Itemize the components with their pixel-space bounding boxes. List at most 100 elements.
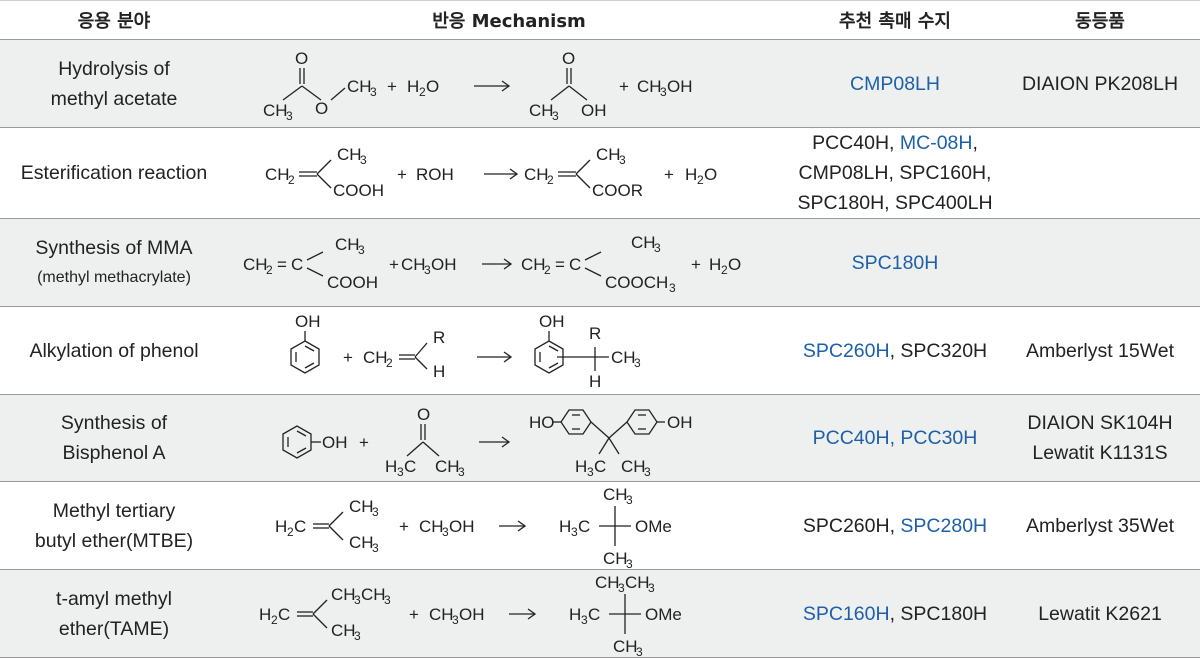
atom-label: CH — [603, 549, 628, 568]
atom-label: OH — [581, 101, 607, 120]
plus-sign: + — [389, 255, 399, 274]
atom-label: H — [569, 605, 581, 624]
field-line: butyl ether(MTBE) — [0, 526, 228, 556]
atom-label: R — [433, 328, 445, 347]
recommended-resin-highlight: SPC160H — [803, 603, 890, 625]
field-line: (methyl methacrylate) — [0, 263, 228, 293]
atom-label: OH — [449, 517, 475, 536]
equivalent-line: Amberlyst 15Wet — [1000, 336, 1200, 366]
subscript: 3 — [384, 593, 391, 607]
atom-label: CH — [631, 233, 656, 252]
resin-line: SPC260H, SPC320H — [790, 336, 1000, 366]
atom-label: O — [295, 49, 308, 68]
atom-label: CH — [335, 235, 360, 254]
header-row: 응용 분야 반응 Mechanism 추천 촉매 수지 동등품 — [0, 1, 1200, 40]
field-cell: Hydrolysis of methyl acetate — [0, 40, 228, 128]
atom-label: CH — [243, 255, 268, 274]
subscript: 3 — [619, 153, 626, 167]
atom-label: C — [294, 517, 306, 536]
subscript: 3 — [571, 525, 578, 539]
atom-label: CH — [611, 348, 636, 367]
atom-label: H — [275, 517, 287, 536]
resin-line: SPC180H — [790, 248, 1000, 278]
equivalent-cell: DIAION PK208LH — [1000, 40, 1200, 128]
field-cell: Synthesis of Bisphenol A — [0, 395, 228, 482]
atom-label: H — [407, 77, 419, 96]
resin-cell: PCC40H, MC-08H,CMP08LH, SPC160H,SPC180H,… — [790, 128, 1000, 219]
resin-line: SPC160H, SPC180H — [790, 599, 1000, 629]
subscript: 3 — [618, 581, 625, 595]
atom-label: O — [426, 77, 439, 96]
subscript: 2 — [271, 613, 278, 627]
atom-label: HO — [529, 413, 555, 432]
atom-label: CH — [419, 517, 444, 536]
equivalent-cell: Amberlyst 35Wet — [1000, 482, 1200, 570]
equivalent-line: DIAION PK208LH — [1000, 69, 1200, 99]
benzene-ring — [627, 410, 657, 434]
atom-label: OH — [431, 255, 457, 274]
resin-text: , — [972, 132, 977, 154]
atom-label: CH — [265, 165, 290, 184]
subscript: 3 — [636, 645, 643, 658]
subscript: 2 — [386, 356, 393, 370]
atom-label: OH — [667, 413, 693, 432]
plus-sign: + — [343, 348, 353, 367]
atom-label: CH — [349, 497, 374, 516]
subscript: 3 — [552, 109, 559, 123]
header-field: 응용 분야 — [0, 1, 228, 40]
subscript: 3 — [354, 593, 361, 607]
atom-label: COOH — [327, 273, 378, 292]
field-cell: Synthesis of MMA (methyl methacrylate) — [0, 219, 228, 307]
resin-text: , SPC180H — [890, 603, 988, 625]
recommended-resin-highlight: CMP08LH — [850, 73, 940, 95]
atom-label: H — [685, 165, 697, 184]
atom-label: H — [433, 362, 445, 381]
atom-label: CH — [529, 101, 554, 120]
reaction-diagram: CH 2 = C CH 3 COOH + CH 3 OH CH 2 = — [239, 228, 779, 298]
table-row: t-amyl methyl ether(TAME) H 2 C CH 3 CH … — [0, 570, 1200, 658]
resin-cell: SPC260H, SPC280H — [790, 482, 1000, 570]
plus-sign: + — [399, 517, 409, 536]
reaction-diagram: OH + O H 3 C CH 3 HO — [259, 398, 759, 478]
atom-label: O — [728, 255, 741, 274]
field-line: Methyl tertiary — [0, 496, 228, 526]
mechanism-cell: CH 2 = C CH 3 COOH + CH 3 OH CH 2 = — [228, 219, 790, 307]
resin-line: SPC180H, SPC400LH — [790, 188, 1000, 218]
atom-label: H — [589, 372, 601, 391]
field-line: Synthesis of — [0, 408, 228, 438]
atom-label: OH — [322, 433, 348, 452]
atom-label: CH — [595, 573, 620, 592]
equivalent-line: Amberlyst 35Wet — [1000, 511, 1200, 541]
equivalent-line: Lewatit K2621 — [1000, 599, 1200, 629]
resin-cell: PCC40H, PCC30H — [790, 395, 1000, 482]
atom-label: OMe — [645, 605, 682, 624]
field-line: Bisphenol A — [0, 438, 228, 468]
field-cell: Alkylation of phenol — [0, 307, 228, 395]
subscript: 3 — [648, 581, 655, 595]
subscript: 3 — [644, 465, 651, 479]
resin-text: SPC180H, SPC400LH — [797, 192, 992, 214]
plus-sign: + — [691, 255, 701, 274]
resin-cell: SPC260H, SPC320H — [790, 307, 1000, 395]
atom-label: C — [578, 517, 590, 536]
atom-label: CH — [331, 621, 356, 640]
reaction-diagram: O CH 3 O CH 3 + H 2 O — [259, 44, 759, 124]
atom-label: CH — [401, 255, 426, 274]
subscript: 2 — [547, 173, 554, 187]
plus-sign: + — [409, 605, 419, 624]
resin-text: SPC260H, — [803, 515, 901, 537]
subscript: 2 — [721, 263, 728, 277]
subscript: 3 — [372, 505, 379, 519]
mechanism-cell: O CH 3 O CH 3 + H 2 O — [228, 40, 790, 128]
field-line: methyl acetate — [0, 84, 228, 114]
atom-label: CH — [429, 605, 454, 624]
resin-text: CMP08LH, SPC160H, — [799, 162, 992, 184]
reaction-diagram: OH + CH 2 R H OH — [259, 311, 759, 391]
atom-label: CH — [331, 585, 356, 604]
atom-label: H — [709, 255, 721, 274]
table-row: Hydrolysis of methyl acetate O CH 3 O CH… — [0, 40, 1200, 128]
equivalent-cell: DIAION SK104H Lewatit K1131S — [1000, 395, 1200, 482]
equivalent-line: DIAION SK104H — [1000, 408, 1200, 438]
atom-label: CH — [349, 533, 374, 552]
